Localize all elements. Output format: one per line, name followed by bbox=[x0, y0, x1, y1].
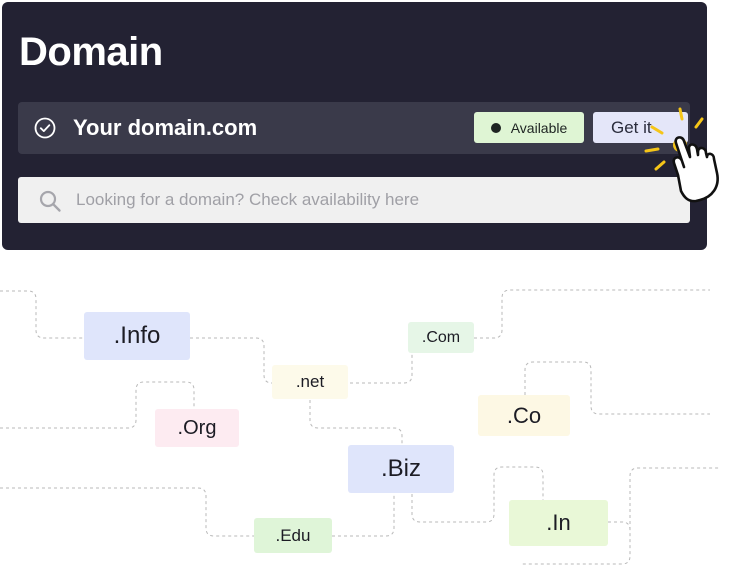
check-circle-icon bbox=[34, 117, 56, 139]
tld-tag-biz[interactable]: .Biz bbox=[348, 445, 454, 493]
domain-name: Your domain.com bbox=[73, 115, 258, 140]
tld-tag-com[interactable]: .Com bbox=[408, 322, 474, 353]
tld-tag-edu[interactable]: .Edu bbox=[254, 518, 332, 553]
page-title: Domain bbox=[19, 30, 163, 74]
tld-tag-in[interactable]: .In bbox=[509, 500, 608, 546]
tld-tag-info[interactable]: .Info bbox=[84, 312, 190, 360]
tld-tag-net[interactable]: .net bbox=[272, 365, 348, 399]
status-dot bbox=[490, 122, 501, 133]
status-badge: Available bbox=[474, 112, 584, 143]
status-label: Available bbox=[510, 119, 568, 136]
search-box[interactable] bbox=[18, 177, 690, 223]
get-it-button[interactable]: Get it bbox=[593, 112, 688, 143]
search-icon bbox=[39, 190, 61, 212]
tld-tag-org[interactable]: .Org bbox=[155, 409, 239, 447]
search-input[interactable] bbox=[76, 177, 676, 223]
hand-cursor-icon bbox=[644, 107, 719, 203]
domain-panel: Domain Your domain.com Available Get it bbox=[2, 2, 707, 250]
tld-tag-co[interactable]: .Co bbox=[478, 395, 570, 436]
domain-result-row: Your domain.com Available Get it bbox=[18, 102, 690, 154]
